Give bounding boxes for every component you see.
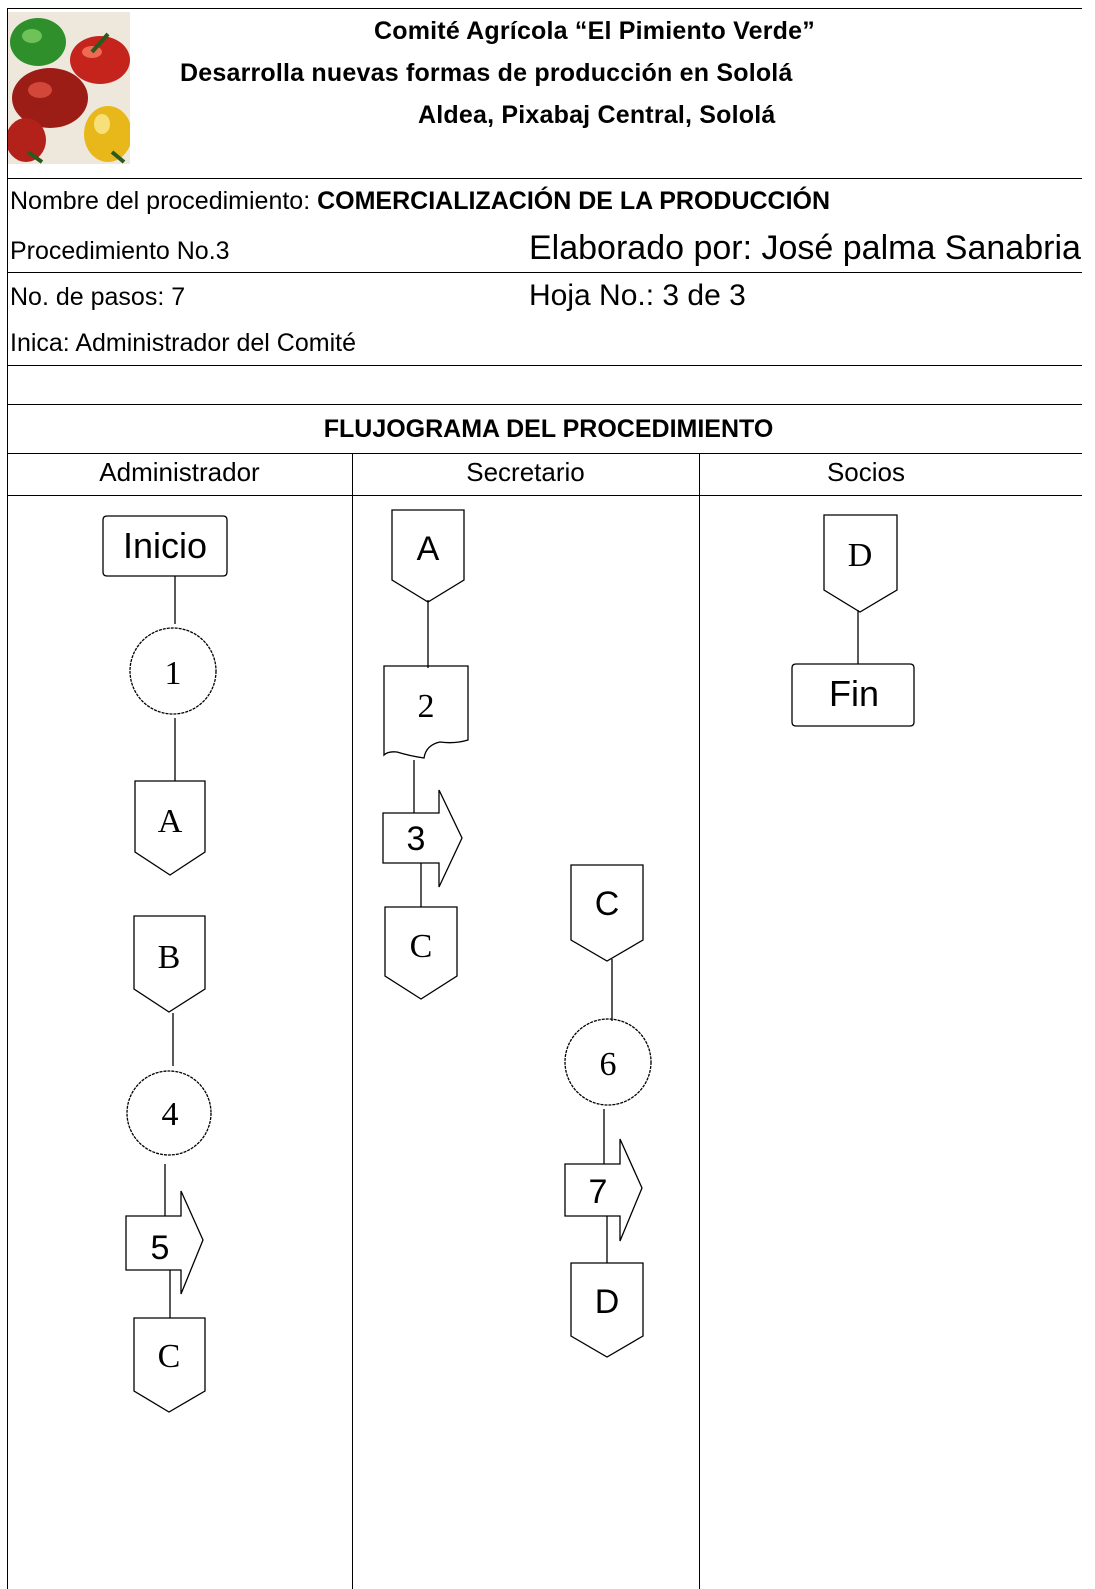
procedure-name: Nombre del procedimiento: COMERCIALIZACI… [10, 189, 830, 214]
header-title-line2: Desarrolla nuevas formas de producción e… [180, 59, 793, 87]
lane-divider [352, 453, 353, 1589]
flow-node-label-s4: 4 [162, 1096, 179, 1133]
procedure-number: Procedimiento No.3 [10, 237, 230, 265]
lane-header-secretario: Secretario [466, 457, 585, 487]
flow-node-label-a_in: A [417, 530, 440, 568]
lane-divider [699, 453, 700, 1589]
border-top [7, 8, 1082, 9]
flow-node-label-c_in: C [595, 885, 620, 923]
flow-node-label-s2: 2 [418, 688, 435, 725]
flowchart-title: FLUJOGRAMA DEL PROCEDIMIENTO [323, 415, 774, 443]
flow-node-label-s3: 3 [407, 820, 426, 858]
flow-node-label-s1: 1 [165, 655, 182, 692]
row-divider [7, 453, 1082, 454]
prepared-by: Elaborado por: José palma Sanabria [529, 229, 1081, 267]
header-title-line3: Aldea, Pixabaj Central, Sololá [418, 101, 776, 129]
header-title-line1: Comité Agrícola “El Pimiento Verde” [374, 17, 815, 45]
row-divider [7, 178, 1082, 179]
flow-node-label-s6: 6 [600, 1046, 617, 1083]
sheet-number: Hoja No.: 3 de 3 [529, 279, 746, 312]
flow-node-label-inicio: Inicio [123, 525, 207, 566]
row-divider [7, 365, 1082, 366]
flow-node-label-a_out: A [158, 803, 183, 840]
row-divider [7, 495, 1082, 496]
flow-node-label-s5: 5 [151, 1229, 170, 1267]
border-left [7, 8, 8, 1589]
procedure-name-value: COMERCIALIZACIÓN DE LA PRODUCCIÓN [317, 187, 831, 215]
row-divider [7, 404, 1082, 405]
flow-node-label-d_in: D [848, 537, 873, 574]
flow-node-label-s7: 7 [589, 1173, 608, 1211]
lane-header-socios: Socios [826, 457, 906, 487]
row-divider [7, 272, 1082, 273]
steps-count: No. de pasos: 7 [10, 283, 186, 311]
procedure-name-label: Nombre del procedimiento: [10, 187, 311, 215]
flow-node-label-fin: Fin [829, 673, 879, 714]
lane-header-administrador: Administrador [99, 457, 260, 487]
starts-with: Inica: Administrador del Comité [10, 329, 356, 357]
flow-node-label-c_out1: C [158, 1338, 181, 1375]
flow-node-label-c_out2: C [410, 928, 433, 965]
flow-node-label-d_out: D [595, 1283, 620, 1321]
flow-node-label-b_in: B [158, 939, 181, 976]
bell-peppers-logo [8, 12, 130, 164]
